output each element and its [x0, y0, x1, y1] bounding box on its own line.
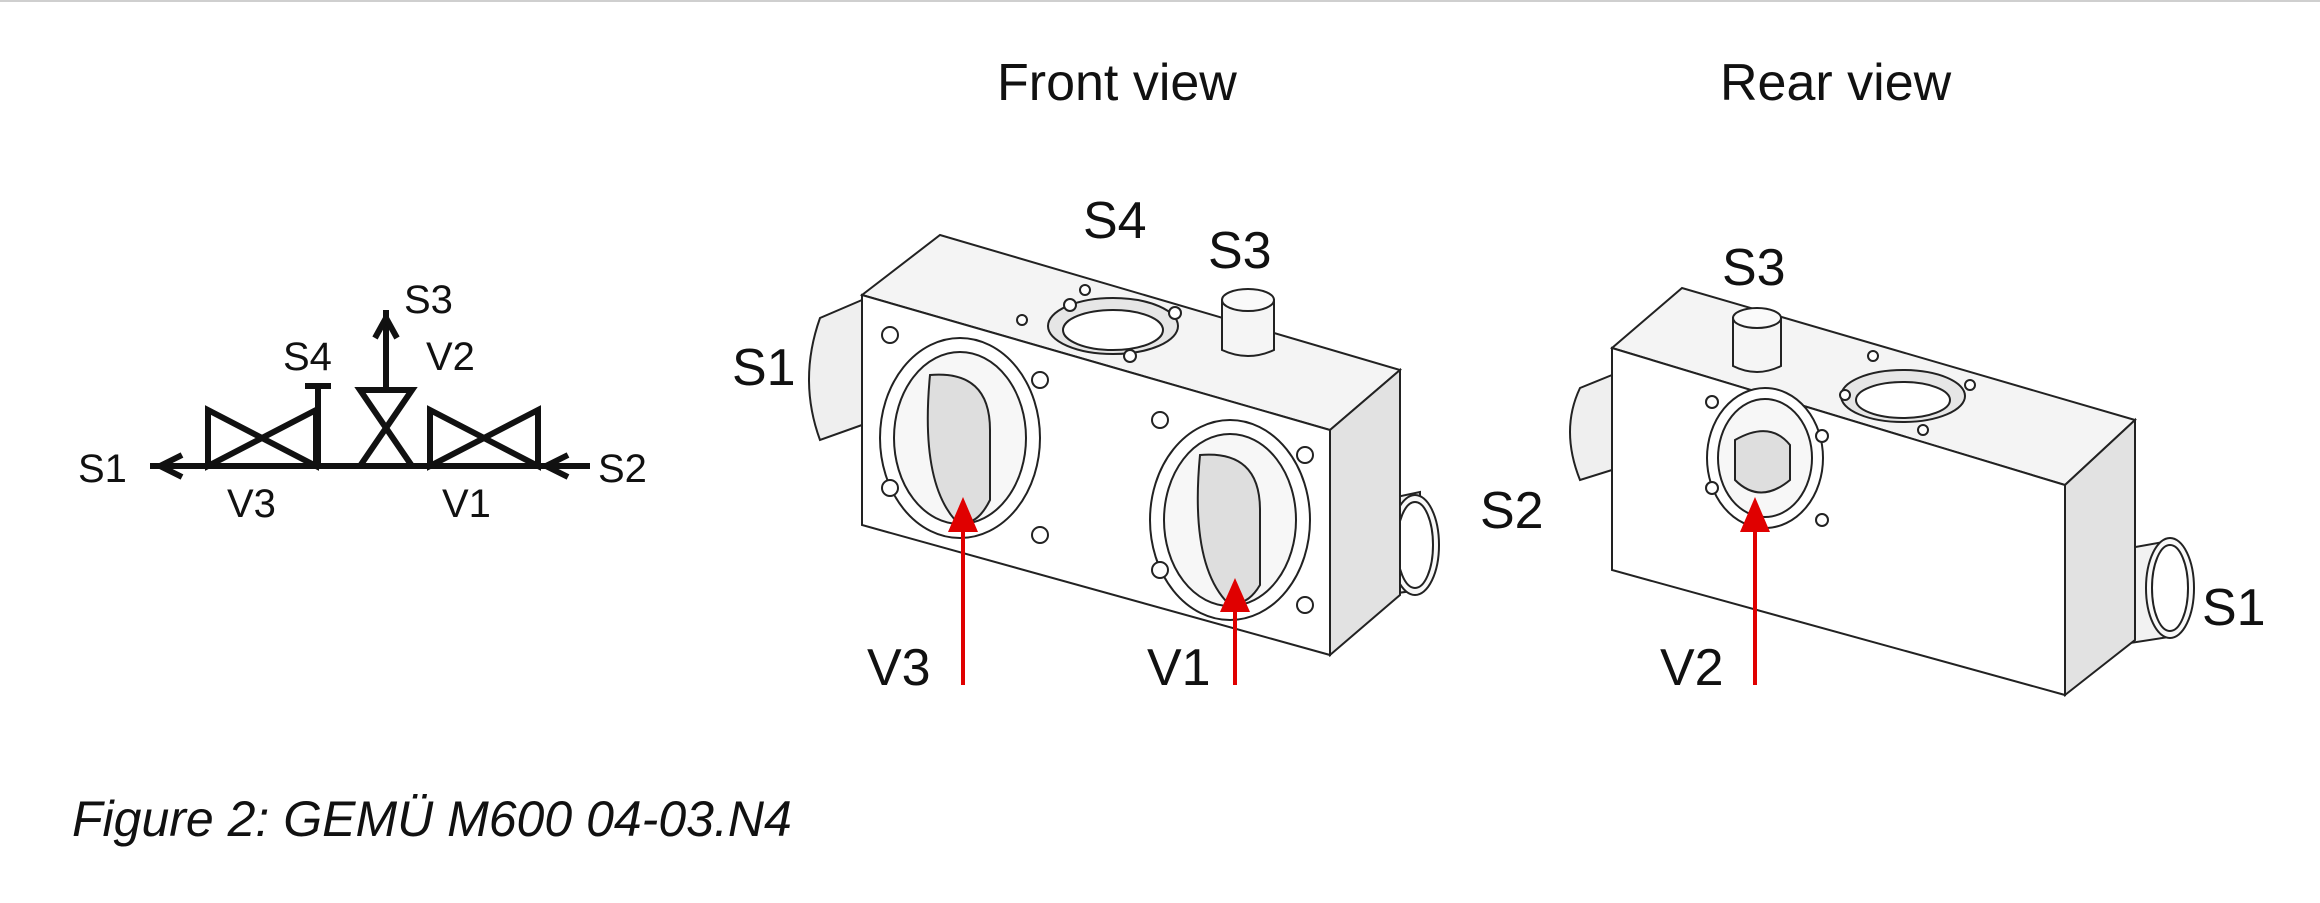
- rear-s3-pipe: [1732, 317, 1782, 373]
- schematic-v2-label: V2: [426, 335, 475, 379]
- schematic-s4-label: S4: [283, 335, 332, 379]
- s3-arrow-icon: [372, 311, 400, 340]
- v1-valve-symbol: [427, 405, 491, 471]
- front-s1-label: S1: [732, 339, 796, 397]
- front-view-title: Front view: [997, 54, 1237, 112]
- front-view-arrows: [948, 497, 1250, 685]
- rear-v2-arrow-head: [1740, 497, 1770, 532]
- rear-v2-label: V2: [1660, 639, 1724, 697]
- front-s2-label: S2: [1480, 482, 1544, 540]
- front-v1-arrow-head: [1220, 578, 1250, 612]
- rear-s1-label: S1: [2202, 579, 2266, 637]
- rear-left-pipe: [1569, 373, 1613, 482]
- valve-schematic: [150, 310, 590, 480]
- front-view-labels: Front view S1 S4 S3 S2 V3 V1: [732, 54, 1544, 697]
- front-s3-label: S3: [1208, 222, 1272, 280]
- front-s4-label: S4: [1083, 192, 1147, 250]
- v3-valve-symbol: [205, 405, 269, 471]
- schematic-s2-label: S2: [598, 447, 647, 491]
- front-v3-arrow-head: [948, 497, 978, 532]
- schematic-s3-label: S3: [404, 278, 453, 322]
- rear-s3-label: S3: [1722, 239, 1786, 297]
- v2-valve-symbol: [354, 422, 418, 469]
- s1-arrow-icon: [153, 452, 184, 480]
- schematic-labels: S1 S2 S3 S4 V2 V3 V1: [78, 278, 647, 526]
- front-s1-pipe: [808, 298, 863, 442]
- front-s3-pipe: [1221, 299, 1275, 357]
- front-view-drawing: [808, 233, 1440, 658]
- front-v1-label: V1: [1147, 639, 1211, 697]
- schematic-v3-label: V3: [227, 482, 276, 526]
- rear-view-title: Rear view: [1720, 54, 1952, 112]
- figure-caption: Figure 2: GEMÜ M600 04-03.N4: [72, 791, 792, 847]
- rear-view-drawing: [1569, 286, 2195, 698]
- schematic-v1-label: V1: [442, 482, 491, 526]
- rear-view-labels: Rear view S3 S1 V2: [1660, 54, 2266, 697]
- rear-view-arrows: [1740, 497, 1770, 685]
- schematic-s1-label: S1: [78, 447, 127, 491]
- front-v3-label: V3: [867, 639, 931, 697]
